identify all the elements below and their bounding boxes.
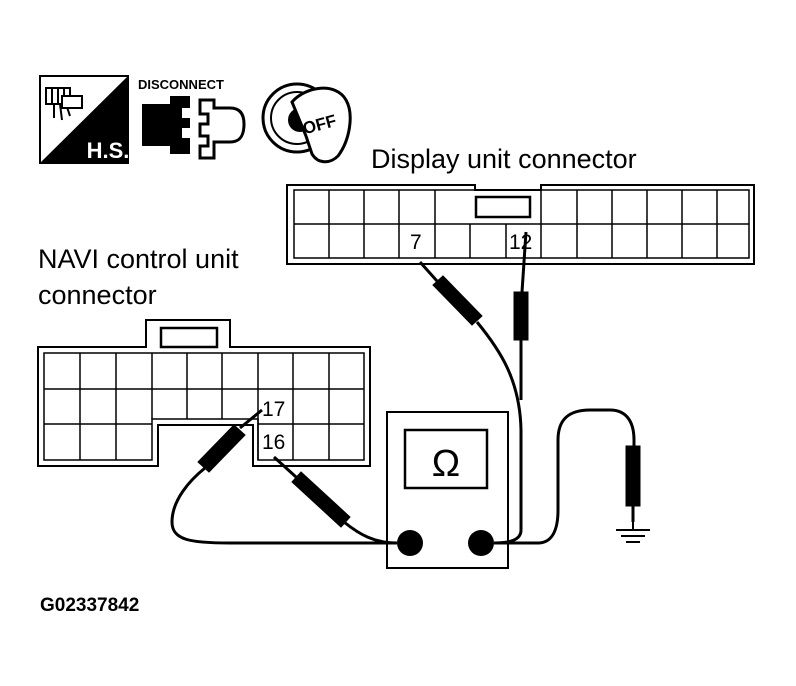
display-connector-title: Display unit connector — [371, 144, 637, 174]
harness-label: H.S. — [87, 138, 130, 163]
figure-code: G02337842 — [40, 595, 139, 616]
navi-connector-title-line1: NAVI control unit — [38, 244, 239, 274]
disconnect-icon: DISCONNECT — [138, 77, 246, 160]
display-unit-connector — [286, 184, 755, 265]
ohm-symbol: Ω — [432, 443, 460, 485]
navi-pin-17: 17 — [262, 398, 285, 421]
probe-handle-pin17 — [197, 424, 246, 473]
navi-connector-title-line2: connector — [38, 280, 157, 310]
test-leads — [170, 231, 636, 545]
probe-handle-pin7 — [432, 275, 483, 326]
navi-pin-16: 16 — [262, 431, 285, 454]
ignition-key-icon: OFF — [261, 82, 352, 164]
probe-handle-pin12 — [513, 291, 529, 341]
meter-terminal-left — [397, 530, 423, 556]
navi-control-unit-connector — [37, 319, 371, 467]
meter-terminal-right — [468, 530, 494, 556]
display-pin-7: 7 — [410, 231, 422, 254]
display-pin-12: 12 — [509, 231, 532, 254]
probe-handle-ground — [625, 445, 641, 507]
disconnect-label: DISCONNECT — [138, 77, 224, 92]
harness-icon: H.S. — [39, 75, 130, 164]
ohmmeter: Ω — [386, 411, 509, 569]
probe-handles — [197, 275, 641, 528]
ground-symbol-icon — [616, 522, 650, 543]
probe-handle-pin16 — [291, 471, 351, 528]
